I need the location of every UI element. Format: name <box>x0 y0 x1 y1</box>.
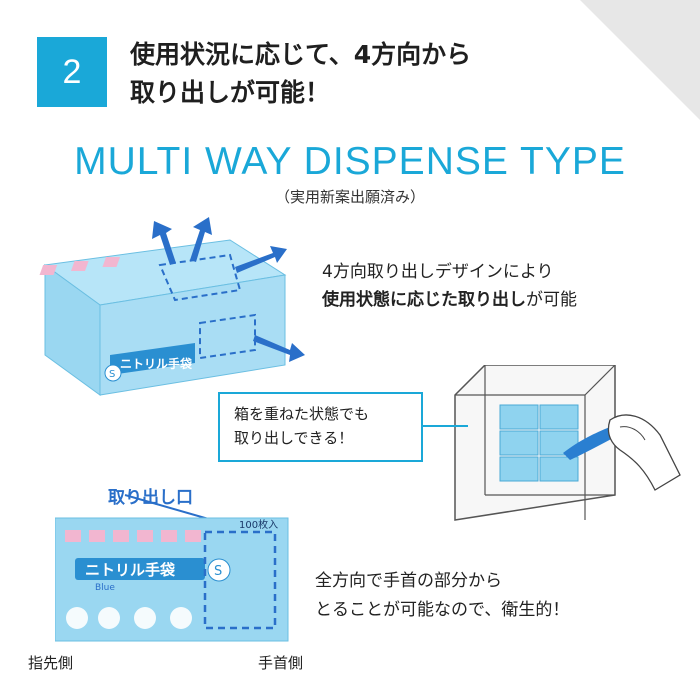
dispense-port-label: 取り出し口 <box>108 488 193 508</box>
glove-box-illustration: ニトリル手袋 S <box>39 217 305 396</box>
callout-line1: 箱を重ねた状態でも <box>234 405 370 423</box>
hygiene-description: 全方向で手首の部分から とることが可能なので、衛生的！ <box>315 567 569 625</box>
feature-line1: 4方向取り出しデザインにより <box>322 262 554 282</box>
flat-box-color-word: Blue <box>95 583 115 593</box>
hygiene-line2: とることが可能なので、衛生的！ <box>315 600 570 620</box>
fingertip-side-label: 指先側 <box>28 654 74 672</box>
headline-line1: 使用状況に応じて、4方向から <box>130 40 472 69</box>
top-box-product-name: ニトリル手袋 <box>120 356 193 371</box>
flat-box-size: S <box>214 564 222 579</box>
wrist-side-label: 手首側 <box>258 654 304 672</box>
headline-line2: 取り出しが可能！ <box>130 78 331 107</box>
callout-pointer <box>423 425 468 427</box>
feature-description: 4方向取り出しデザインにより 使用状態に応じた取り出しが可能 <box>322 258 577 314</box>
corner-decoration <box>580 0 700 120</box>
shelf-illustration <box>454 365 681 521</box>
hygiene-line1: 全方向で手首の部分から <box>315 571 502 591</box>
flat-box-illustration: 100枚入 ニトリル手袋 Blue S <box>55 494 289 642</box>
feature-line2: 使用状態に応じた取り出しが可能 <box>322 286 577 314</box>
step-number: 2 <box>62 52 82 91</box>
subtitle: （実用新案出願済み） <box>274 188 425 206</box>
callout-box: 箱を重ねた状態でも 取り出しできる！ <box>218 392 423 462</box>
flat-box-count: 100枚入 <box>239 518 278 531</box>
feature-line2-bold: 使用状態に応じた取り出し <box>322 290 526 310</box>
feature-line2-rest: が可能 <box>526 290 577 310</box>
headline: 使用状況に応じて、4方向から 取り出しが可能！ <box>130 36 471 112</box>
callout-line2: 取り出しできる！ <box>234 429 354 447</box>
step-number-badge: 2 <box>37 37 107 107</box>
main-title: MULTI WAY DISPENSE TYPE <box>74 140 626 183</box>
top-box-size: S <box>109 369 115 380</box>
flat-box-product-name: ニトリル手袋 <box>85 561 176 579</box>
